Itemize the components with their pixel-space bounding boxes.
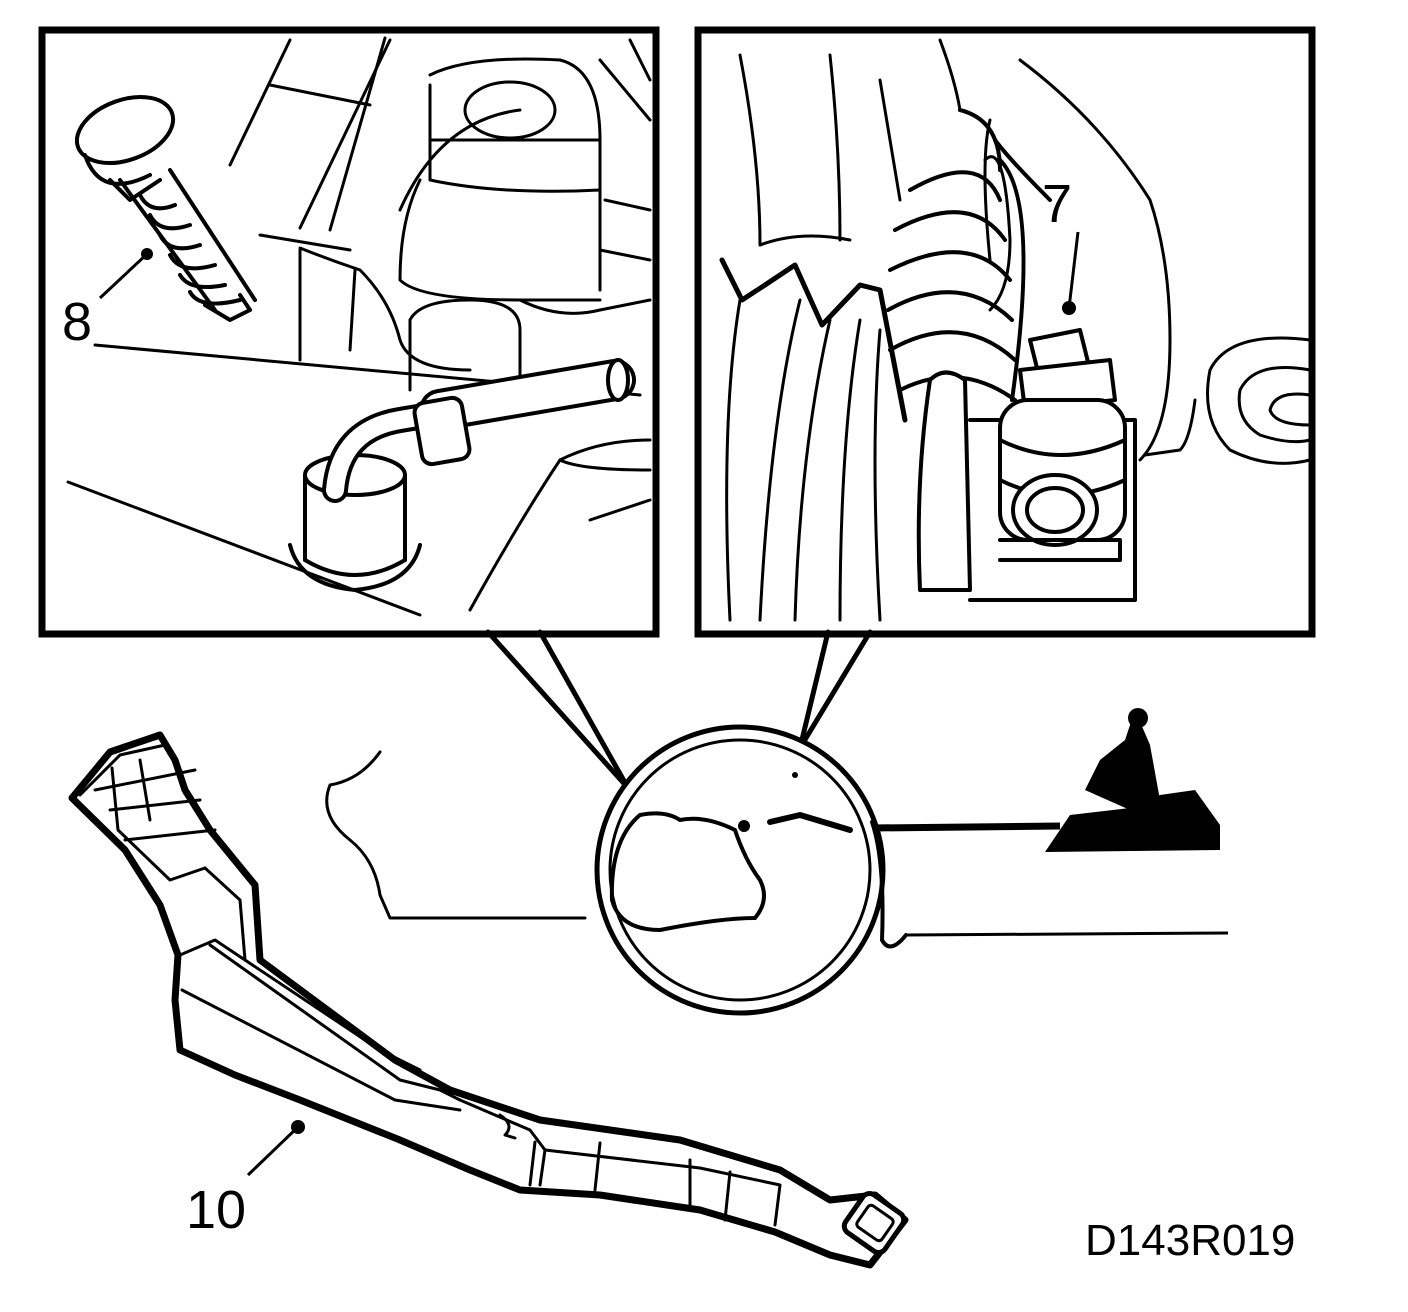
detail-panel-left: 8	[38, 26, 660, 638]
leader-10	[246, 1120, 305, 1177]
leader-8	[98, 248, 153, 300]
clip-part-8	[74, 95, 257, 322]
callout-8: 8	[62, 292, 92, 352]
leader-7	[1062, 231, 1080, 315]
detail-panel-right: 7	[694, 26, 1316, 638]
callout-7: 7	[1042, 174, 1072, 234]
figure-id: D143R019	[1085, 1216, 1295, 1265]
callout-10: 10	[186, 1180, 246, 1240]
duct-part-10	[68, 731, 909, 1269]
connector-part-7	[916, 328, 1137, 602]
vehicle-overview	[325, 708, 1229, 1016]
